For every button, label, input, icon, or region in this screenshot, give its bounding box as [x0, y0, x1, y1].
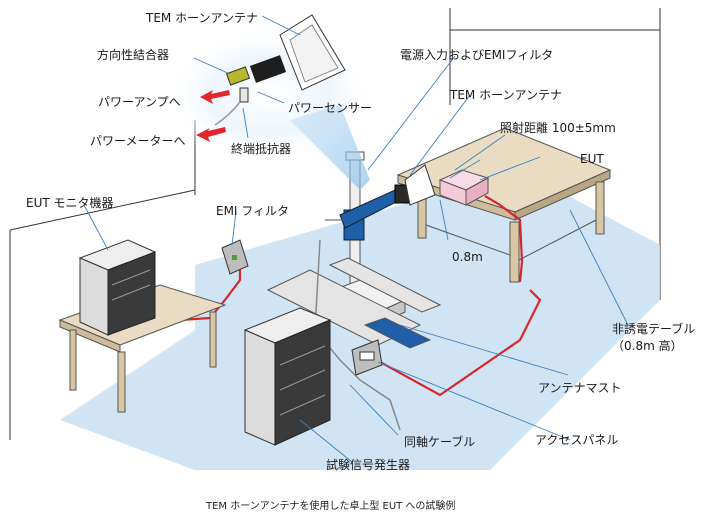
label-eut: EUT: [580, 152, 604, 166]
red-cables: [149, 195, 542, 397]
label-coax-cable: 同軸ケーブル: [404, 435, 476, 449]
inset-horn-detail: [214, 14, 346, 126]
mast-rails: [266, 257, 442, 349]
emi-filter-box: [221, 239, 249, 275]
label-table-height: （0.8m 高）: [612, 339, 683, 353]
signal-generator-cabinet: [243, 307, 332, 446]
label-eut-monitor: EUT モニタ機器: [26, 196, 114, 210]
label-height-08m: 0.8m: [452, 250, 483, 264]
eut-monitor-station: [58, 239, 227, 413]
label-tem-horn-right: TEM ホーンアンテナ: [450, 88, 563, 102]
access-panel: [351, 339, 383, 376]
inset-red-arrows: [196, 90, 230, 142]
label-power-input-filter: 電源入力およびEMIフィルタ: [400, 48, 554, 62]
label-emi-filter: EMI フィルタ: [216, 204, 290, 218]
label-signal-generator: 試験信号発生器: [326, 458, 411, 472]
label-power-sensor: パワーセンサー: [288, 101, 373, 115]
label-irradiation-distance: 照射距離 100±5mm: [500, 121, 616, 135]
highlight-beam: [290, 105, 370, 190]
label-to-power-meter: パワーメーターへ: [90, 134, 186, 148]
label-to-power-amp: パワーアンプへ: [98, 95, 181, 109]
label-directional-coupler: 方向性結合器: [97, 48, 170, 62]
leader-lines: [83, 15, 629, 463]
label-tem-horn-top: TEM ホーンアンテナ: [146, 11, 259, 25]
label-terminator: 終端抵抗器: [231, 142, 292, 156]
eut-box: [438, 169, 490, 206]
label-access-panel: アクセスパネル: [535, 433, 619, 447]
figure-caption: TEM ホーンアンテナを使用した卓上型 EUT への試験例: [206, 501, 456, 512]
label-antenna-mast: アンテナマスト: [538, 381, 622, 395]
label-nonconductive-table: 非誘電テーブル: [612, 322, 696, 336]
